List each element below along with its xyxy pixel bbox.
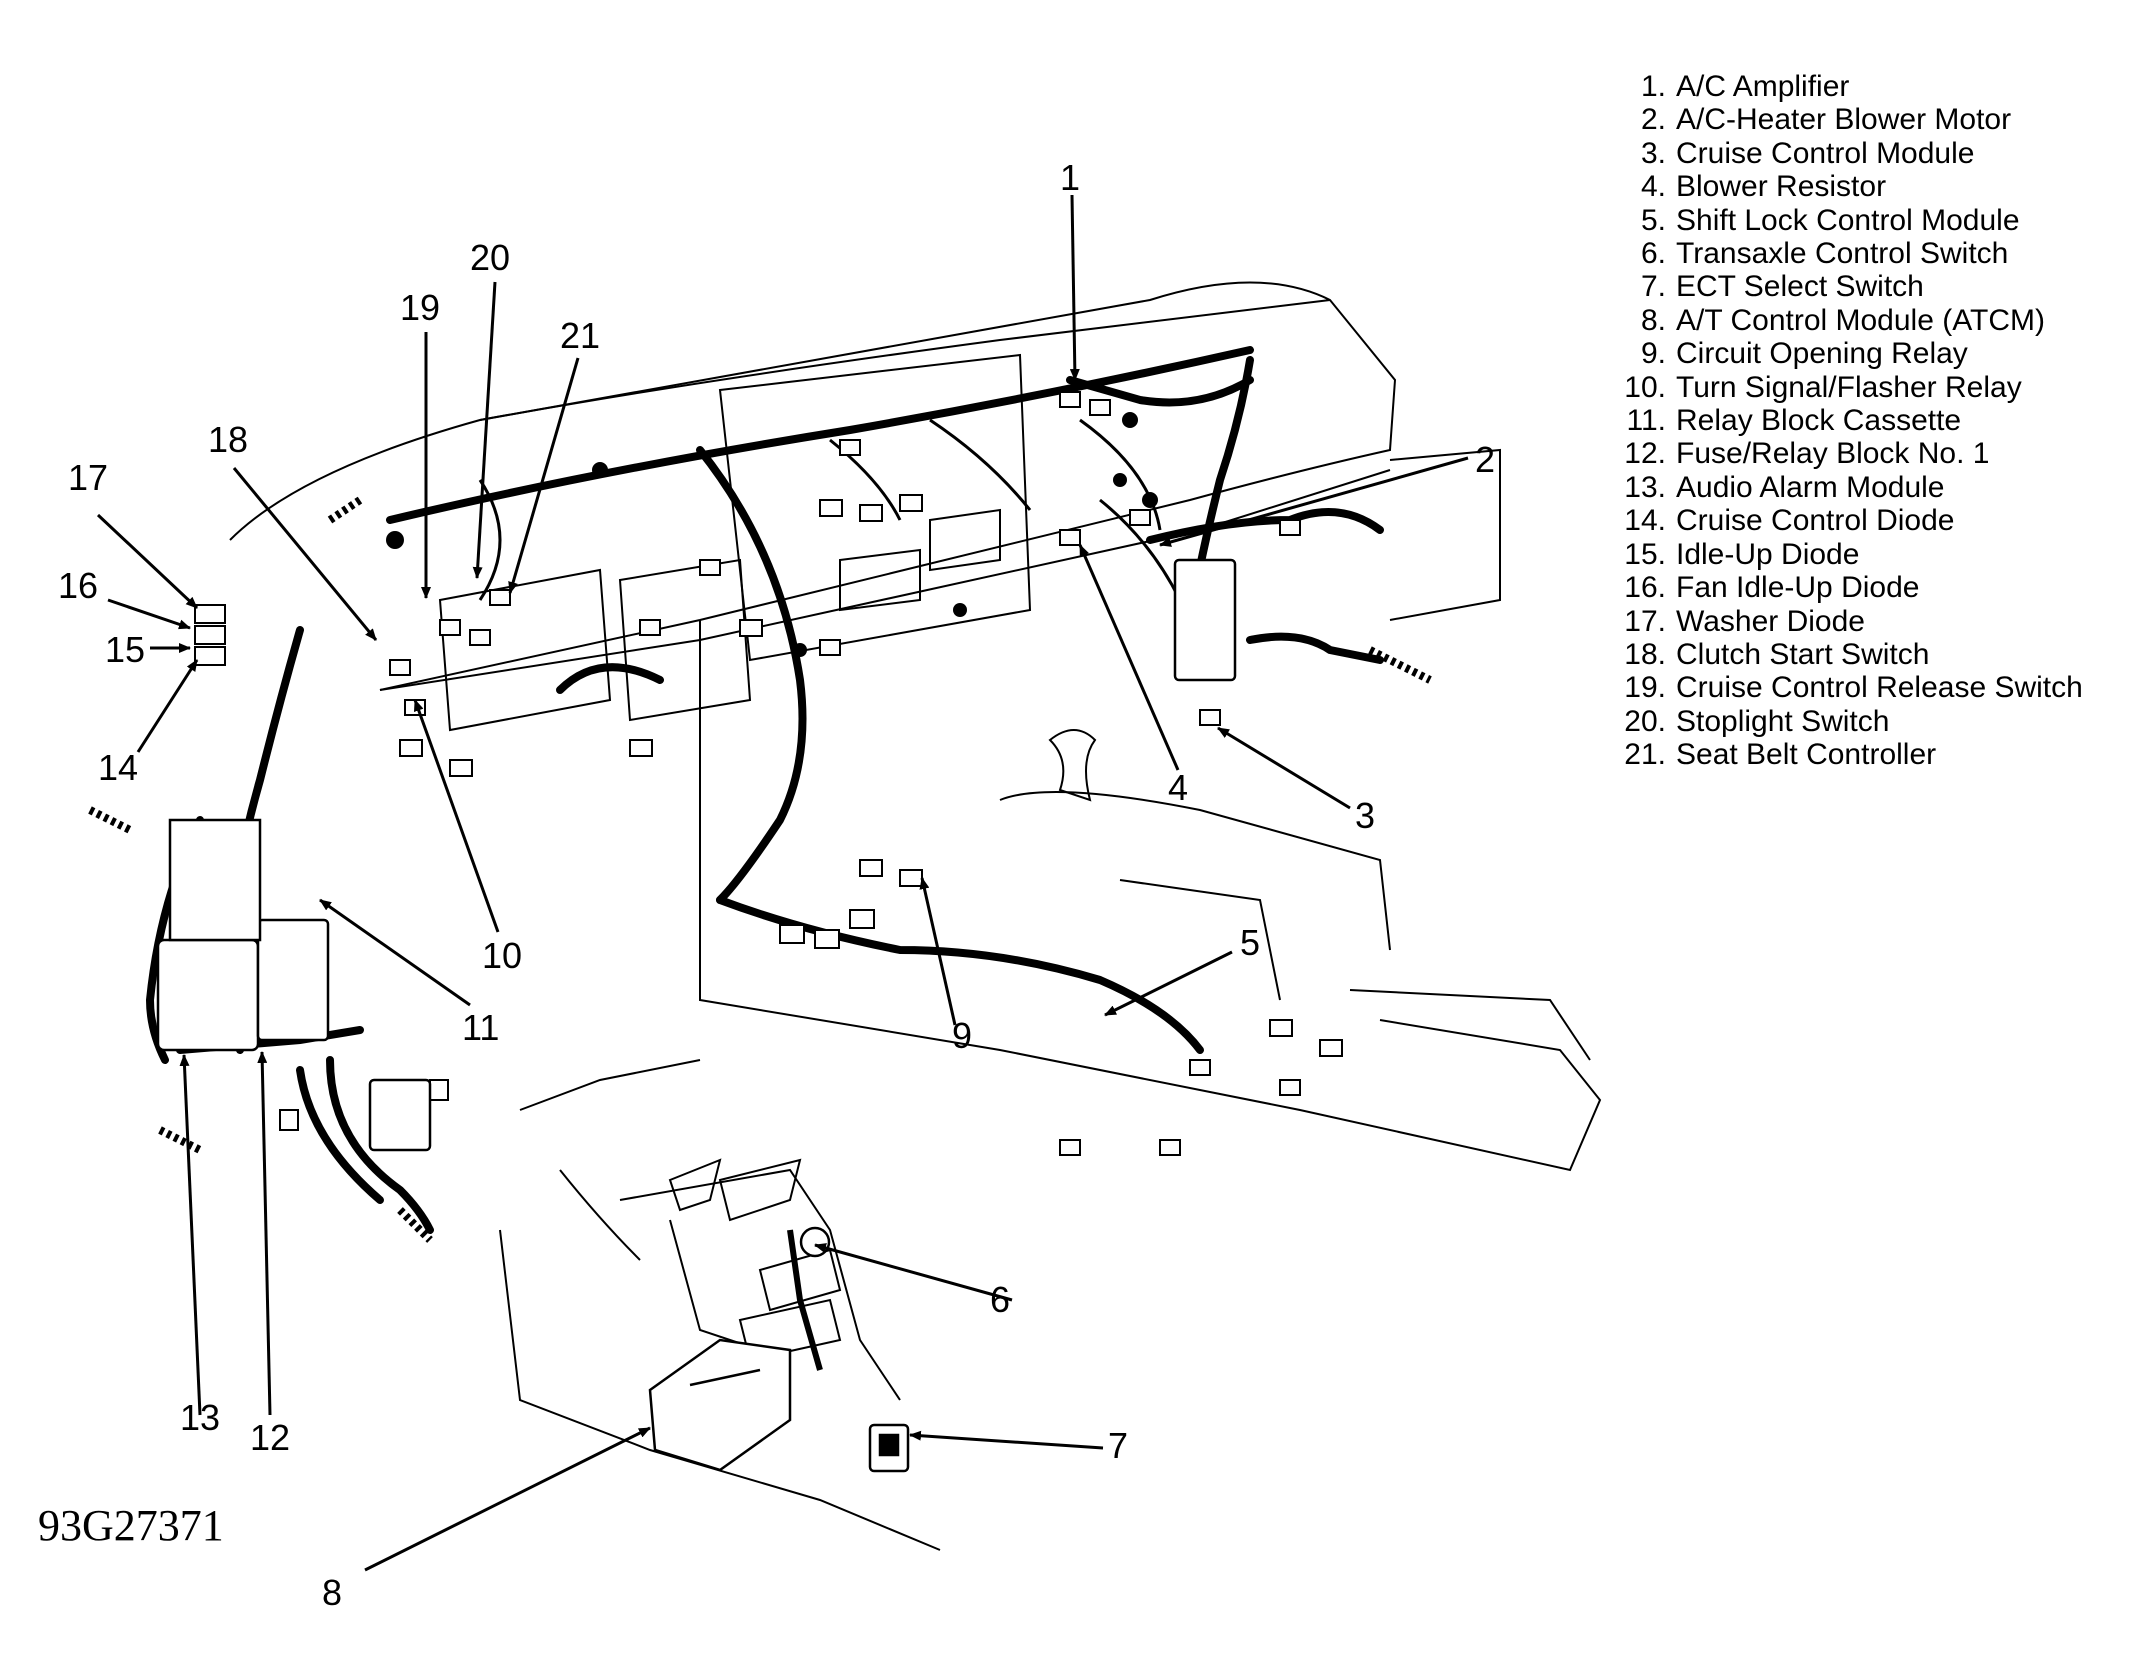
- legend-number: 2.: [1640, 103, 1666, 137]
- harness-ends: [88, 496, 1432, 1243]
- legend-label: Circuit Opening Relay: [1676, 337, 1968, 371]
- callout-5: 5: [1240, 922, 1260, 963]
- callout-labels: 1 2 3 4 5 6 7 8 9 10 11 12 13 14 15 16 1…: [58, 157, 1495, 1613]
- callout-11: 11: [462, 1007, 499, 1048]
- callout-14: 14: [98, 747, 138, 788]
- legend-item: 15. Idle-Up Diode: [1610, 538, 2083, 571]
- legend-number: 7.: [1640, 270, 1666, 304]
- legend-item: 12. Fuse/Relay Block No. 1: [1610, 437, 2083, 470]
- legend-label: Transaxle Control Switch: [1676, 237, 2009, 271]
- legend-label: Cruise Control Release Switch: [1676, 671, 2083, 705]
- legend-label: Fuse/Relay Block No. 1: [1676, 437, 1990, 471]
- callout-20: 20: [470, 237, 510, 278]
- legend-number: 10.: [1624, 370, 1666, 404]
- callout-10: 10: [482, 935, 522, 976]
- legend-item: 5. Shift Lock Control Module: [1610, 204, 2083, 237]
- legend-item: 13. Audio Alarm Module: [1610, 471, 2083, 504]
- grommets: [386, 412, 1158, 657]
- legend-item: 17. Washer Diode: [1610, 605, 2083, 638]
- legend-item: 2. A/C-Heater Blower Motor: [1610, 103, 2083, 136]
- legend-number: 8.: [1640, 303, 1666, 337]
- wire-harness: [145, 346, 1384, 1234]
- legend-item: 6. Transaxle Control Switch: [1610, 237, 2083, 270]
- legend-item: 9. Circuit Opening Relay: [1610, 337, 2083, 370]
- legend-number: 13.: [1624, 470, 1666, 504]
- legend-item: 14. Cruise Control Diode: [1610, 504, 2083, 537]
- legend-label: Shift Lock Control Module: [1676, 203, 2020, 237]
- atcm-module: [648, 1338, 792, 1472]
- legend-number: 15.: [1624, 537, 1666, 571]
- legend-label: A/C-Heater Blower Motor: [1676, 103, 2012, 137]
- component-legend: 1. A/C Amplifier 2. A/C-Heater Blower Motor…: [1610, 70, 2083, 772]
- legend-item: 11. Relay Block Cassette: [1610, 404, 2083, 437]
- legend-number: 19.: [1624, 671, 1666, 705]
- legend-item: 16. Fan Idle-Up Diode: [1610, 571, 2083, 604]
- legend-number: 1.: [1640, 70, 1666, 103]
- callout-12: 12: [250, 1417, 290, 1458]
- legend-number: 14.: [1624, 504, 1666, 538]
- callout-1: 1: [1060, 157, 1080, 198]
- callout-3: 3: [1355, 795, 1375, 836]
- legend-number: 20.: [1624, 704, 1666, 738]
- legend-number: 9.: [1640, 337, 1666, 371]
- legend-label: Fan Idle-Up Diode: [1676, 571, 1920, 605]
- legend-item: 4. Blower Resistor: [1610, 170, 2083, 203]
- legend-label: A/T Control Module (ATCM): [1676, 303, 2045, 337]
- callout-4: 4: [1168, 767, 1188, 808]
- callout-9: 9: [952, 1015, 972, 1056]
- legend-label: ECT Select Switch: [1676, 270, 1924, 304]
- fuse-relay-blocks: [156, 558, 1237, 1152]
- legend-item: 7. ECT Select Switch: [1610, 270, 2083, 303]
- legend-item: 10. Turn Signal/Flasher Relay: [1610, 371, 2083, 404]
- callout-21: 21: [560, 315, 600, 356]
- legend-number: 11.: [1626, 404, 1666, 438]
- legend-label: Idle-Up Diode: [1676, 537, 1860, 571]
- connectors: [279, 391, 1343, 1156]
- legend-number: 21.: [1624, 738, 1666, 772]
- callout-15: 15: [105, 629, 145, 670]
- legend-label: Turn Signal/Flasher Relay: [1676, 370, 2022, 404]
- legend-item: 1. A/C Amplifier: [1610, 70, 2083, 103]
- callout-18: 18: [208, 419, 248, 460]
- callout-16: 16: [58, 565, 98, 606]
- legend-item: 19. Cruise Control Release Switch: [1610, 671, 2083, 704]
- legend-number: 3.: [1640, 136, 1666, 170]
- legend-number: 12.: [1624, 437, 1666, 471]
- legend-number: 18.: [1624, 637, 1666, 671]
- callout-13: 13: [180, 1397, 220, 1438]
- ect-switch: [868, 1423, 910, 1473]
- callout-2: 2: [1475, 439, 1495, 480]
- legend-label: Relay Block Cassette: [1676, 404, 1962, 438]
- legend-label: Clutch Start Switch: [1676, 637, 1930, 671]
- legend-label: Cruise Control Module: [1676, 136, 1975, 170]
- callout-19: 19: [400, 287, 440, 328]
- callout-6: 6: [990, 1279, 1010, 1320]
- legend-label: Cruise Control Diode: [1676, 504, 1955, 538]
- legend-number: 4.: [1640, 170, 1666, 204]
- legend-label: Stoplight Switch: [1676, 704, 1890, 738]
- callout-7: 7: [1108, 1425, 1128, 1466]
- figure-id: 93G27371: [38, 1501, 224, 1550]
- legend-item: 18. Clutch Start Switch: [1610, 638, 2083, 671]
- callout-8: 8: [322, 1572, 342, 1613]
- legend-label: Audio Alarm Module: [1676, 470, 1945, 504]
- legend-number: 5.: [1640, 203, 1666, 237]
- legend-number: 16.: [1624, 571, 1666, 605]
- legend-label: Seat Belt Controller: [1676, 738, 1937, 772]
- legend-number: 6.: [1640, 237, 1666, 271]
- diode-connectors: [194, 604, 226, 666]
- callout-17: 17: [68, 457, 108, 498]
- legend-item: 3. Cruise Control Module: [1610, 137, 2083, 170]
- legend-item: 20. Stoplight Switch: [1610, 705, 2083, 738]
- legend-item: 8. A/T Control Module (ATCM): [1610, 304, 2083, 337]
- legend-label: Blower Resistor: [1676, 170, 1887, 204]
- legend-label: Washer Diode: [1676, 604, 1865, 638]
- legend-label: A/C Amplifier: [1676, 70, 1850, 103]
- dashboard-outline: [229, 281, 1602, 1551]
- legend-number: 17.: [1624, 604, 1666, 638]
- callout-arrows: [96, 194, 1469, 1572]
- legend-item: 21. Seat Belt Controller: [1610, 738, 2083, 771]
